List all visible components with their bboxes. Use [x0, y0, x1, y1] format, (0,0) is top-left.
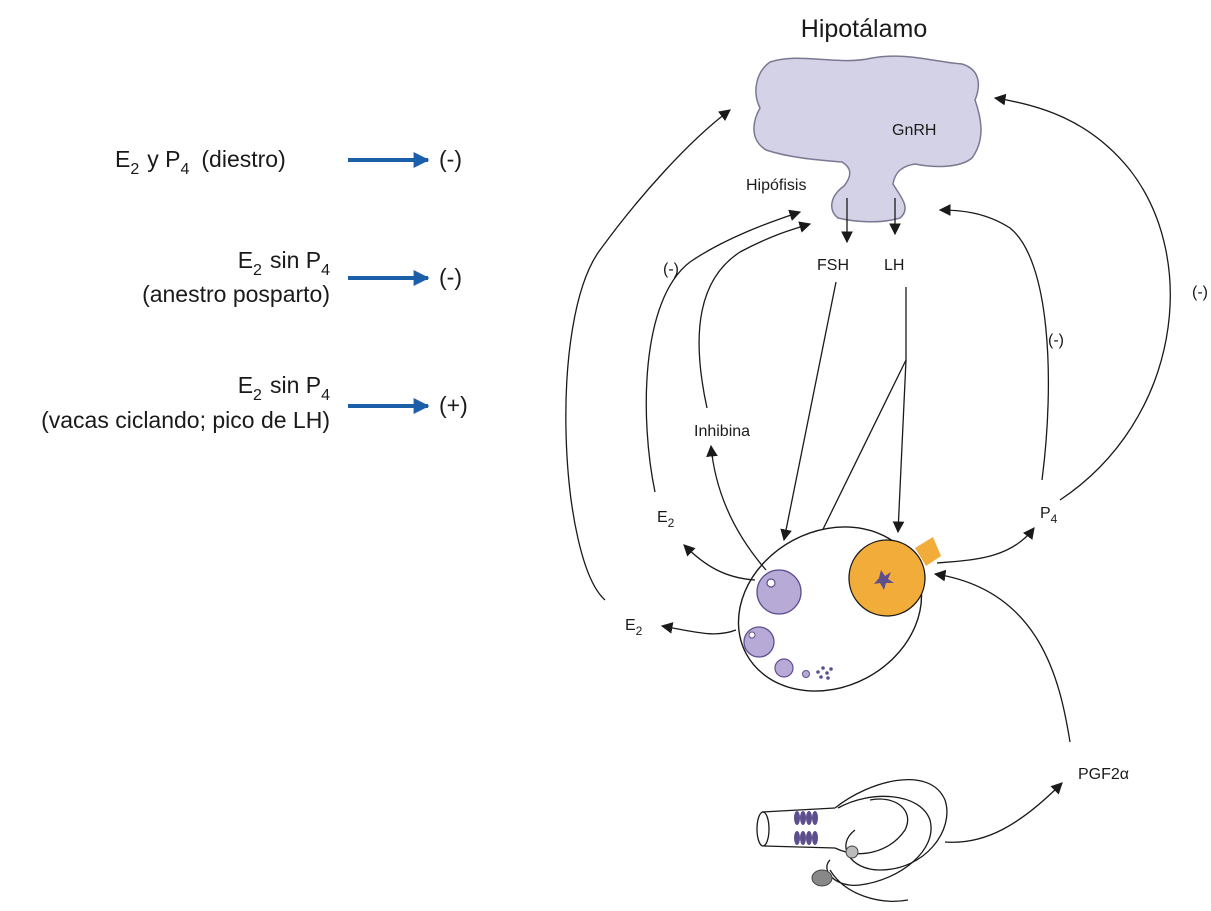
uterine-horn-second: [826, 795, 932, 886]
oviduct: [829, 869, 909, 902]
lh-to-corpus-luteum-arrow: [892, 359, 907, 534]
lh-label: LH: [884, 257, 904, 274]
p4-label: P4: [1040, 505, 1058, 526]
e2-inner-label: E2: [657, 509, 675, 530]
corpus-luteum-to-p4-arrow: [936, 527, 1035, 564]
neg-right-inner-label: (-): [1048, 332, 1064, 349]
neg-right-outer-label: (-): [1192, 284, 1208, 301]
uterus-to-pgf2a-arrow: [944, 782, 1063, 843]
p4-to-hypothalamus-arrow: [993, 93, 1171, 501]
corpus-luteum-core: [874, 570, 894, 590]
cervical-rings: [794, 811, 818, 845]
secondary-follicle: [743, 626, 775, 658]
cervix-opening: [756, 811, 770, 847]
legend-row2-context: (anestro posparto): [142, 281, 330, 307]
primordial-follicle: [802, 670, 810, 678]
neg-left-label: (-): [663, 261, 679, 278]
uterine-horn-outer: [834, 779, 948, 871]
inhibina-to-pituitary-arrow: [698, 221, 812, 409]
follicle-to-e2-inner-arrow: [683, 544, 756, 581]
hipotalamo-title: Hipotálamo: [801, 15, 927, 43]
gnrh-label: GnRH: [892, 122, 936, 139]
ovary: [737, 526, 941, 692]
legend-row3-effect: (+): [439, 392, 468, 418]
uterus: [756, 779, 948, 902]
hipofisis-label: Hipófisis: [746, 177, 806, 194]
legend-row2-effect: (-): [439, 264, 462, 290]
follicle-to-inhibina-arrow: [706, 444, 767, 571]
corpus-luteum-stalk: [915, 537, 941, 566]
dominant-follicle: [756, 569, 802, 615]
oocyte-small: [748, 631, 756, 639]
pgf2a-label: PGF2α: [1078, 766, 1129, 783]
cervix-outline: [761, 807, 836, 849]
tertiary-follicle: [774, 658, 794, 678]
pgf2a-to-corpus-luteum-arrow: [933, 569, 1071, 743]
legend-row3-context: (vacas ciclando; pico de LH): [41, 407, 330, 433]
p4-to-pituitary-arrow: [938, 204, 1050, 481]
uterine-ovary-small: [811, 845, 859, 887]
ovary-outline: [737, 526, 923, 692]
e2-outer-to-hypothalamus-arrow: [565, 109, 731, 601]
fsh-label: FSH: [817, 257, 849, 274]
legend-row1-effect: (-): [439, 146, 462, 172]
e2-inner-to-pituitary-arrow: [645, 209, 802, 493]
e2-outer-label: E2: [625, 617, 643, 638]
primordial-follicle-cluster: [816, 666, 833, 680]
hypothalamus-pituitary-shape: [753, 55, 982, 223]
inhibina-label: Inhibina: [694, 423, 750, 440]
follicle-to-e2-outer-arrow: [660, 622, 737, 635]
oocyte: [766, 578, 776, 588]
fsh-to-follicle-arrow: [780, 281, 837, 542]
